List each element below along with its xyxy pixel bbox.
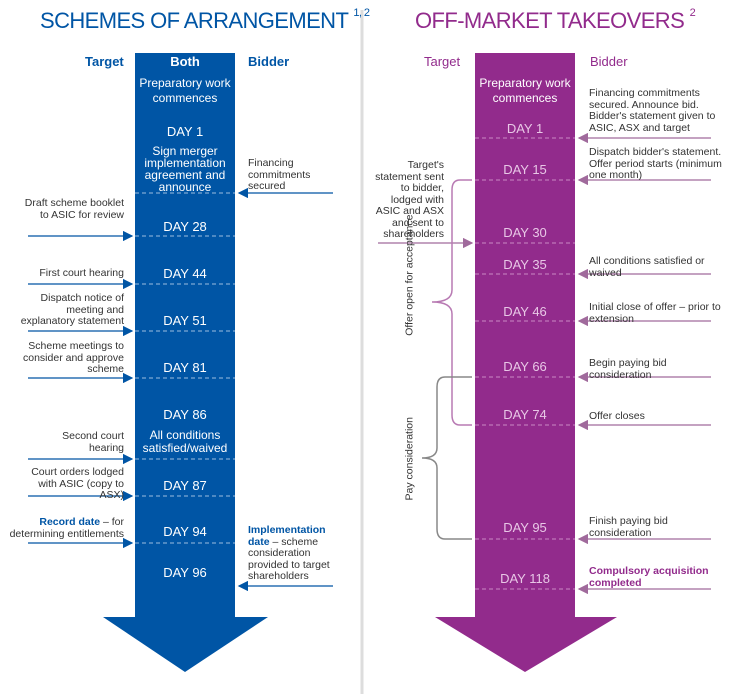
takeovers-prep: Preparatory work commences: [479, 76, 571, 105]
schemes-col-both: Both: [170, 54, 200, 69]
pay-consideration-label: Pay consideration: [403, 417, 416, 501]
takeovers-day: DAY 74: [503, 407, 547, 422]
takeovers-dispatch: Dispatch bidder's statement. Offer perio…: [589, 146, 722, 181]
schemes-title: SCHEMES OF ARRANGEMENT 1, 2: [40, 7, 370, 33]
schemes-day: DAY 86: [163, 407, 207, 422]
pay-consideration-bracket: [421, 376, 472, 540]
takeovers-day: DAY 15: [503, 162, 547, 177]
schemes-financing: Financing commitments secured: [248, 157, 311, 192]
takeover-dashes: [475, 137, 575, 590]
schemes-second-court: Second court hearing: [62, 430, 124, 454]
takeovers-finish-paying: Finish paying bid consideration: [589, 515, 668, 539]
takeovers-financing: Financing commitments secured. Announce …: [589, 87, 716, 134]
schemes-day: DAY 81: [163, 360, 207, 375]
schemes-day: DAY 96: [163, 565, 207, 580]
schemes-day: DAY 44: [163, 266, 207, 281]
schemes-day: DAY 94: [163, 524, 207, 539]
schemes-draft: Draft scheme booklet to ASIC for review: [24, 197, 124, 221]
takeovers-title: OFF-MARKET TAKEOVERS 2: [415, 7, 696, 33]
schemes-implementation-date: Implementation date – scheme considerati…: [248, 524, 330, 582]
takeovers-begin-paying: Begin paying bid consideration: [589, 357, 667, 381]
schemes-day: DAY 51: [163, 313, 207, 328]
takeovers-day: DAY 30: [503, 225, 547, 240]
takeovers-all-conditions: All conditions satisfied or waived: [589, 255, 705, 279]
schemes-first-court: First court hearing: [39, 267, 124, 279]
takeovers-day: DAY 66: [503, 359, 547, 374]
schemes-col-target: Target: [85, 54, 124, 69]
takeovers-day: DAY 46: [503, 304, 547, 319]
schemes-record-date: Record date – for determining entitlemen…: [9, 516, 124, 540]
takeover-arrows: [378, 132, 711, 595]
takeover-arrow: [435, 53, 617, 672]
takeovers-col-bidder: Bidder: [590, 54, 628, 69]
takeovers-offer-closes: Offer closes: [589, 410, 645, 422]
schemes-meetings: Scheme meetings to consider and approve …: [23, 340, 124, 375]
takeovers-compulsory: Compulsory acquisition completed: [589, 565, 709, 589]
schemes-prep: Preparatory work commences: [139, 76, 231, 105]
schemes-day: DAY 1: [166, 124, 204, 139]
scheme-arrows: [28, 187, 333, 592]
takeovers-day: DAY 1: [506, 121, 544, 136]
scheme-arrow: [103, 53, 268, 672]
schemes-sign: Sign merger implementation agreement and…: [144, 144, 226, 194]
takeovers-day: DAY 95: [503, 520, 547, 535]
offer-open-label: Offer open for acceptance: [403, 214, 416, 336]
takeovers-col-target: Target: [424, 54, 461, 69]
takeovers-day: DAY 35: [503, 257, 547, 272]
scheme-dashes: [135, 192, 235, 544]
schemes-day: DAY 87: [163, 478, 207, 493]
schemes-all-conditions: All conditions satisfied/waived: [142, 428, 228, 455]
takeovers-target-statement: Target's statement sent to bidder, lodge…: [375, 159, 444, 240]
offer-open-bracket: [431, 179, 472, 426]
schemes-dispatch: Dispatch notice of meeting and explanato…: [20, 292, 124, 327]
schemes-day: DAY 28: [163, 219, 207, 234]
schemes-court-orders: Court orders lodged with ASIC (copy to A…: [31, 466, 124, 501]
takeovers-initial-close: Initial close of offer – prior to extens…: [589, 301, 721, 325]
takeovers-day: DAY 118: [500, 571, 550, 586]
schemes-col-bidder: Bidder: [248, 54, 290, 69]
